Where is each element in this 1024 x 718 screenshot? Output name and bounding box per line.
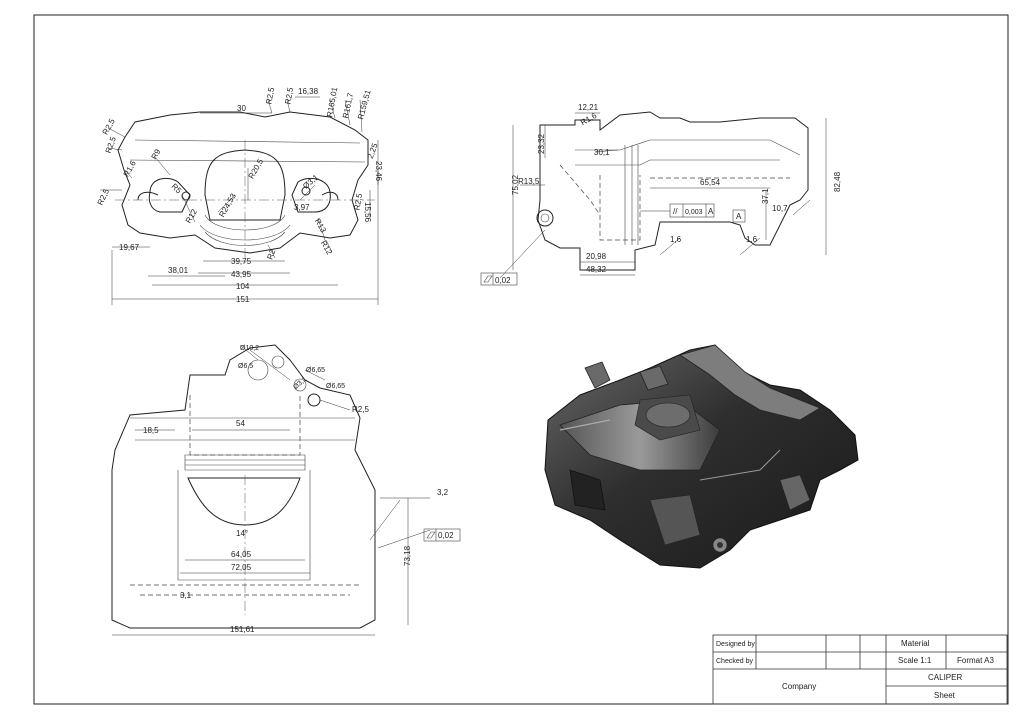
dim-text: R2,5 — [352, 405, 369, 414]
dim-text: R2,5 — [101, 117, 118, 137]
dim-text: R1,6 — [122, 159, 139, 179]
dim-text: 75,02 — [511, 174, 520, 195]
dim-text: R12 — [319, 239, 334, 257]
dim-text: R165,01 — [325, 86, 339, 118]
dim-text: Ø6,5 — [238, 363, 253, 370]
dim-text: 10,7 — [772, 204, 788, 213]
dim-text: 39,75 — [231, 257, 252, 266]
dim-text: 20,98 — [586, 252, 607, 261]
dim-text: A — [736, 212, 742, 221]
dim-text: Ø10,2 — [240, 345, 259, 352]
dim-text: 23,46 — [374, 161, 383, 182]
dim-text: 54 — [236, 419, 245, 428]
dim-text: 0,003 — [685, 209, 703, 216]
dim-text: R12 — [184, 207, 199, 225]
dim-text: R13 — [313, 217, 328, 235]
dim-text: 19,67 — [119, 243, 140, 252]
dim-text: 12,21 — [578, 103, 599, 112]
dim-text: 30 — [237, 104, 246, 113]
dim-text: R2,5 — [264, 86, 276, 105]
format-label: Format A3 — [957, 656, 994, 665]
dim-text: Ø6,65 — [326, 383, 345, 390]
dim-text: R9 — [150, 147, 163, 161]
front-view: R2,5 R2,5 R2,5 R1,6 R9 30 R2,5 R2,5 16,3… — [96, 86, 383, 305]
dim-text: 30,1 — [594, 148, 610, 157]
dim-text: R24,53 — [217, 191, 238, 218]
top-view: Ø10,2 Ø6,5 Ø6,65 Ø6,65 Ø3,1 R2,5 18,5 54… — [111, 344, 461, 636]
dim-text: 37,1 — [761, 188, 770, 204]
dim-text: 0,02 — [495, 276, 511, 285]
dim-text: 18,5 — [143, 426, 159, 435]
dim-text: 1,6 — [670, 235, 682, 244]
dim-text: R2,5 — [352, 192, 364, 211]
isometric-view — [544, 344, 859, 569]
dim-text: 104 — [236, 282, 250, 291]
dim-text: R2 — [265, 248, 277, 261]
dim-text: 38,01 — [168, 266, 189, 275]
dim-text: 3,2 — [437, 488, 449, 497]
dim-text: R13,5 — [518, 177, 540, 186]
dim-text: 0,02 — [438, 531, 454, 540]
dim-text: Ø6,65 — [306, 367, 325, 374]
dim-text: R2,5 — [104, 135, 118, 154]
dim-text: 151,61 — [230, 625, 255, 634]
svg-text://: // — [673, 207, 678, 216]
checked-by-label: Checked by — [716, 658, 753, 665]
dim-text: R161,7 — [341, 91, 355, 119]
sheet-label: Sheet — [934, 691, 956, 700]
dim-text: 48,32 — [586, 265, 607, 274]
dim-text: 73,18 — [403, 545, 412, 566]
dim-text: 43,95 — [231, 270, 252, 279]
material-label: Material — [901, 639, 930, 648]
company-label: Company — [782, 682, 816, 691]
dim-text: A — [708, 207, 714, 216]
dim-text: 14° — [236, 529, 248, 538]
scale-label: Scale 1:1 — [898, 656, 932, 665]
designed-by-label: Designed by — [716, 641, 755, 648]
dim-text: R20,5 — [247, 157, 266, 180]
dim-text: 3,97 — [294, 203, 310, 212]
dim-text: 3,1 — [180, 591, 192, 600]
dim-text: 82,48 — [833, 171, 842, 192]
dim-text: 65,54 — [700, 178, 721, 187]
dim-text: R5 — [170, 182, 184, 196]
title-block: Designed by Checked by Company Material … — [712, 634, 1008, 705]
side-view: // 12,21 R1,6 23,32 30,1 R13,5 75,02 65,… — [480, 103, 842, 286]
dim-text: 72,05 — [231, 563, 252, 572]
dim-text: 16,38 — [298, 87, 319, 96]
dim-text: 1,6 — [746, 235, 758, 244]
dim-text: 64,05 — [231, 550, 252, 559]
dim-text: 15,56 — [363, 202, 372, 223]
dim-text: 23,32 — [537, 133, 546, 154]
dim-text: 151 — [236, 295, 250, 304]
sheet-border — [33, 14, 1009, 705]
dim-text: R2,5 — [283, 86, 295, 105]
dim-text: R159,51 — [356, 88, 373, 120]
part-name: CALIPER — [928, 673, 962, 682]
dim-text: Ø3,1 — [301, 172, 320, 190]
